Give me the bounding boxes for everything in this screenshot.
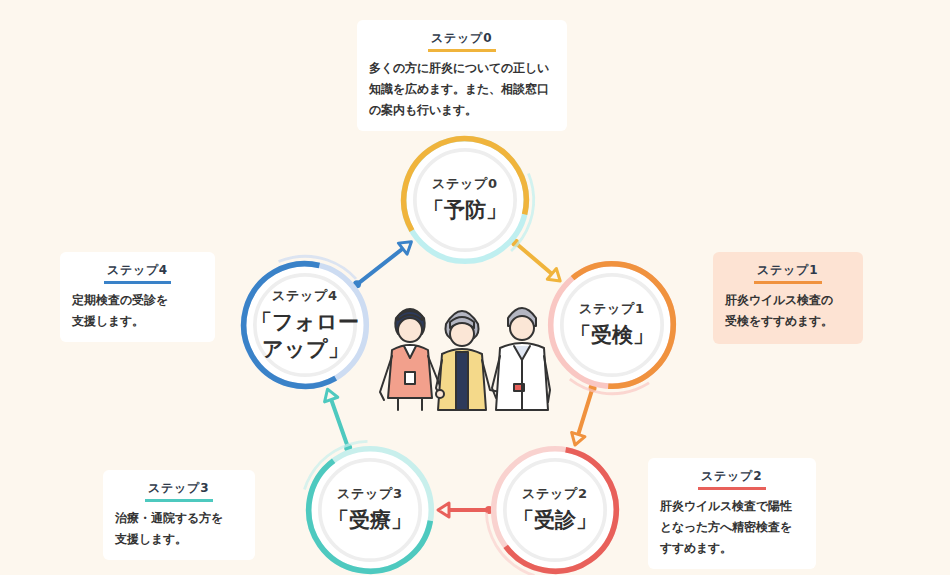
decor-arc (461, 416, 649, 575)
step-heading: ステップ2 (698, 468, 765, 490)
cycle-arrow (353, 242, 411, 289)
step-name: 「受療」 (311, 507, 429, 534)
collar (514, 346, 530, 360)
fringe (450, 317, 474, 328)
white-coat (496, 343, 548, 410)
cycle-arrow (325, 389, 353, 452)
step-heading: ステップ1 (754, 262, 821, 284)
step-circle: ステップ2 「受診」 (490, 445, 620, 575)
step-heading: ステップ3 (145, 480, 212, 502)
arrow-line (331, 399, 348, 448)
cardigan (438, 349, 486, 410)
arrow-line (448, 508, 489, 512)
step-description: 肝炎ウイルス検査で陽性 となった方へ精密検査を すすめます。 (660, 496, 804, 559)
decor-arc (225, 245, 384, 404)
coat-line (521, 360, 523, 410)
arrow-head (398, 242, 411, 254)
step-name: 「受診」 (496, 507, 614, 534)
decor-arc (385, 120, 544, 279)
step-heading: ステップ3 (337, 485, 403, 503)
step-description: 治療・通院する方を 支援します。 (115, 508, 243, 550)
step-heading: ステップ1 (579, 300, 645, 318)
step-circle: ステップ3 「受療」 (305, 445, 435, 575)
badge (405, 372, 415, 384)
callout-box: ステップ0 多くの方に肝炎についての正しい 知識を広めます。また、相談窓口 の案内… (357, 20, 567, 131)
step-heading: ステップ4 (104, 262, 171, 284)
step-heading: ステップ2 (522, 485, 588, 503)
arrow-head (438, 503, 449, 517)
ring-color (526, 239, 699, 412)
step-name: 「受検」 (553, 322, 671, 349)
vest (388, 345, 432, 398)
ring-color (221, 241, 388, 408)
callout-box: ステップ4 定期検査の受診を 支援します。 (60, 252, 215, 342)
step-description: 定期検査の受診を 支援します。 (72, 290, 203, 332)
hair (446, 311, 479, 338)
step-heading: ステップ4 (272, 287, 338, 305)
arrow-head (325, 389, 338, 402)
ring-color (299, 439, 441, 575)
head (450, 322, 474, 346)
step-description: 肝炎ウイルス検査の 受検をすすめます。 (725, 290, 851, 332)
arrow-line (578, 388, 593, 435)
step-circle: ステップ0 「予防」 (400, 135, 530, 265)
cycle-arrow (572, 384, 597, 445)
inner-shirt (456, 352, 468, 410)
arrow-head (572, 432, 585, 445)
step-circle: ステップ4 「フォロー アップ」 (240, 260, 370, 390)
arrow-head (547, 268, 560, 280)
callout-box: ステップ3 治療・通院する方を 支援します。 (103, 470, 255, 560)
step-description: 多くの方に肝炎についての正しい 知識を広めます。また、相談窓口 の案内も行います… (369, 58, 555, 121)
decor-arc (276, 416, 464, 575)
arm (428, 356, 450, 390)
callout-box: ステップ1 肝炎ウイルス検査の 受検をすすめます。 (713, 252, 863, 344)
arm (436, 360, 442, 396)
arrow-line (357, 248, 404, 284)
ring-color (381, 116, 548, 283)
cycle-arrow (438, 503, 493, 517)
decor-arc (524, 237, 700, 413)
arm (544, 356, 550, 402)
arm (482, 360, 500, 392)
step-name: 「予防」 (406, 197, 524, 224)
step-heading: ステップ0 (432, 175, 498, 193)
collar (404, 346, 416, 358)
fringe (398, 311, 422, 320)
callout-box: ステップ2 肝炎ウイルス検査で陽性 となった方へ精密検査を すすめます。 (648, 458, 816, 569)
badge (514, 384, 524, 391)
head (398, 318, 422, 342)
step-heading: ステップ0 (428, 30, 495, 52)
arm (380, 356, 392, 400)
arrow-line (515, 243, 552, 275)
hair (508, 308, 536, 326)
step-name: 「フォロー アップ」 (246, 309, 364, 364)
head (510, 316, 534, 340)
joined-hands (436, 390, 444, 398)
legs (398, 398, 422, 410)
step-circle: ステップ1 「受検」 (547, 260, 677, 390)
arm (492, 356, 500, 398)
ring-color (484, 439, 626, 575)
hair (395, 309, 424, 334)
